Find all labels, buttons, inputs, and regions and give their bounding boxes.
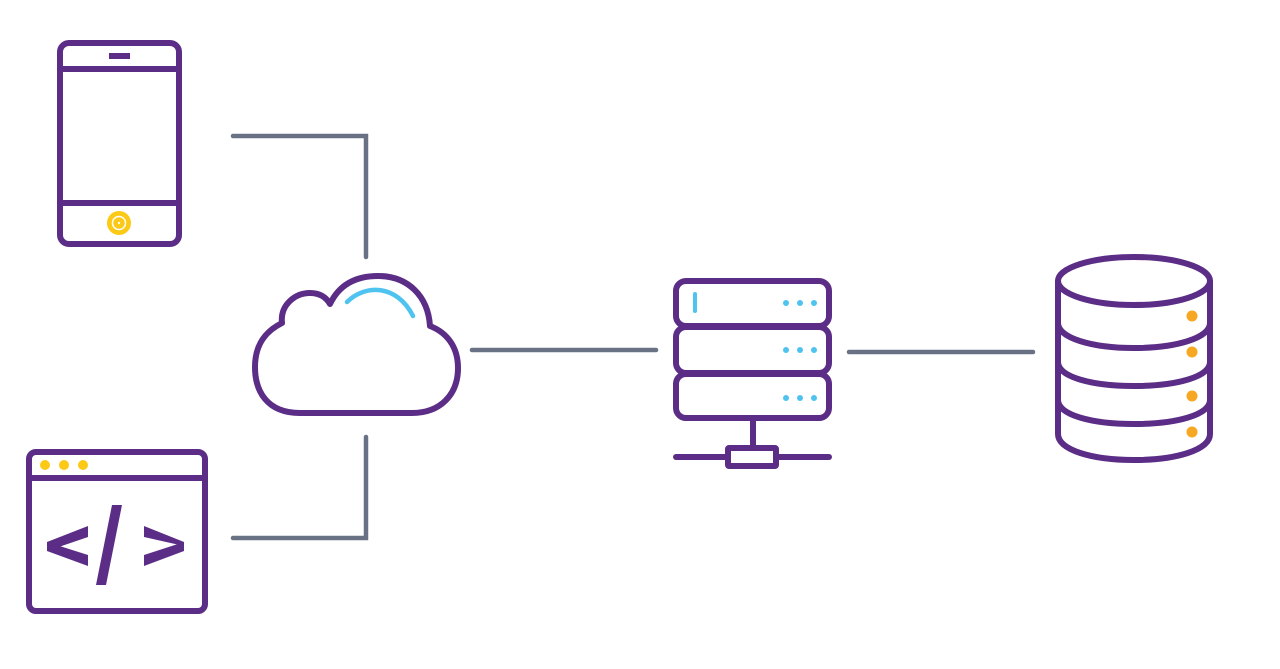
database-top [1055,254,1213,308]
server-light [783,395,789,401]
server-light [783,300,789,306]
server-light [797,347,803,353]
server-light [797,395,803,401]
phone-home-button-dot [117,221,121,225]
cloud-highlight-arc [344,287,416,319]
browser-dot-2 [59,460,69,470]
phone-body [57,40,182,247]
database-disk-light-1 [1186,310,1198,322]
server-network-box [725,445,779,469]
database-disk-light-4 [1186,426,1198,438]
server-light [811,300,817,306]
phone-speaker [109,53,130,59]
server-light [797,300,803,306]
database-disk-light-3 [1186,390,1198,402]
database-disk-divider-2 [1055,359,1213,389]
browser-dot-1 [40,460,50,470]
server-unit-2-lights [783,347,817,353]
server-rack-icon[interactable] [673,278,832,469]
code-greater-than-lower [144,542,184,566]
connectors [230,133,1036,541]
server-light [811,347,817,353]
browser-window [26,449,208,614]
database-body [1055,278,1213,463]
database-disk-light-2 [1186,346,1198,358]
database-disk-divider-3 [1055,397,1213,427]
code-less-than-icon [47,526,88,551]
server-light [783,347,789,353]
smartphone-icon[interactable] [57,40,182,247]
edge-mobile-to-cloud [230,133,369,260]
cloud-icon[interactable] [252,273,461,416]
server-unit-1-lights [783,300,817,306]
code-less-than-lower [47,542,88,566]
code-slash-icon [96,505,122,585]
server-light [811,395,817,401]
browser-dot-3 [78,460,88,470]
database-disk-divider-1 [1055,320,1213,351]
browser-code-icon[interactable] [26,449,208,614]
edge-web-to-cloud [230,434,369,541]
server-unit-2 [673,324,832,376]
server-unit-3-lights [783,395,817,401]
database-icon[interactable] [1055,254,1213,463]
server-unit-3 [673,371,832,421]
phone-home-button-ring [111,215,127,231]
server-unit-1 [673,278,832,329]
code-greater-than-icon [144,526,184,546]
